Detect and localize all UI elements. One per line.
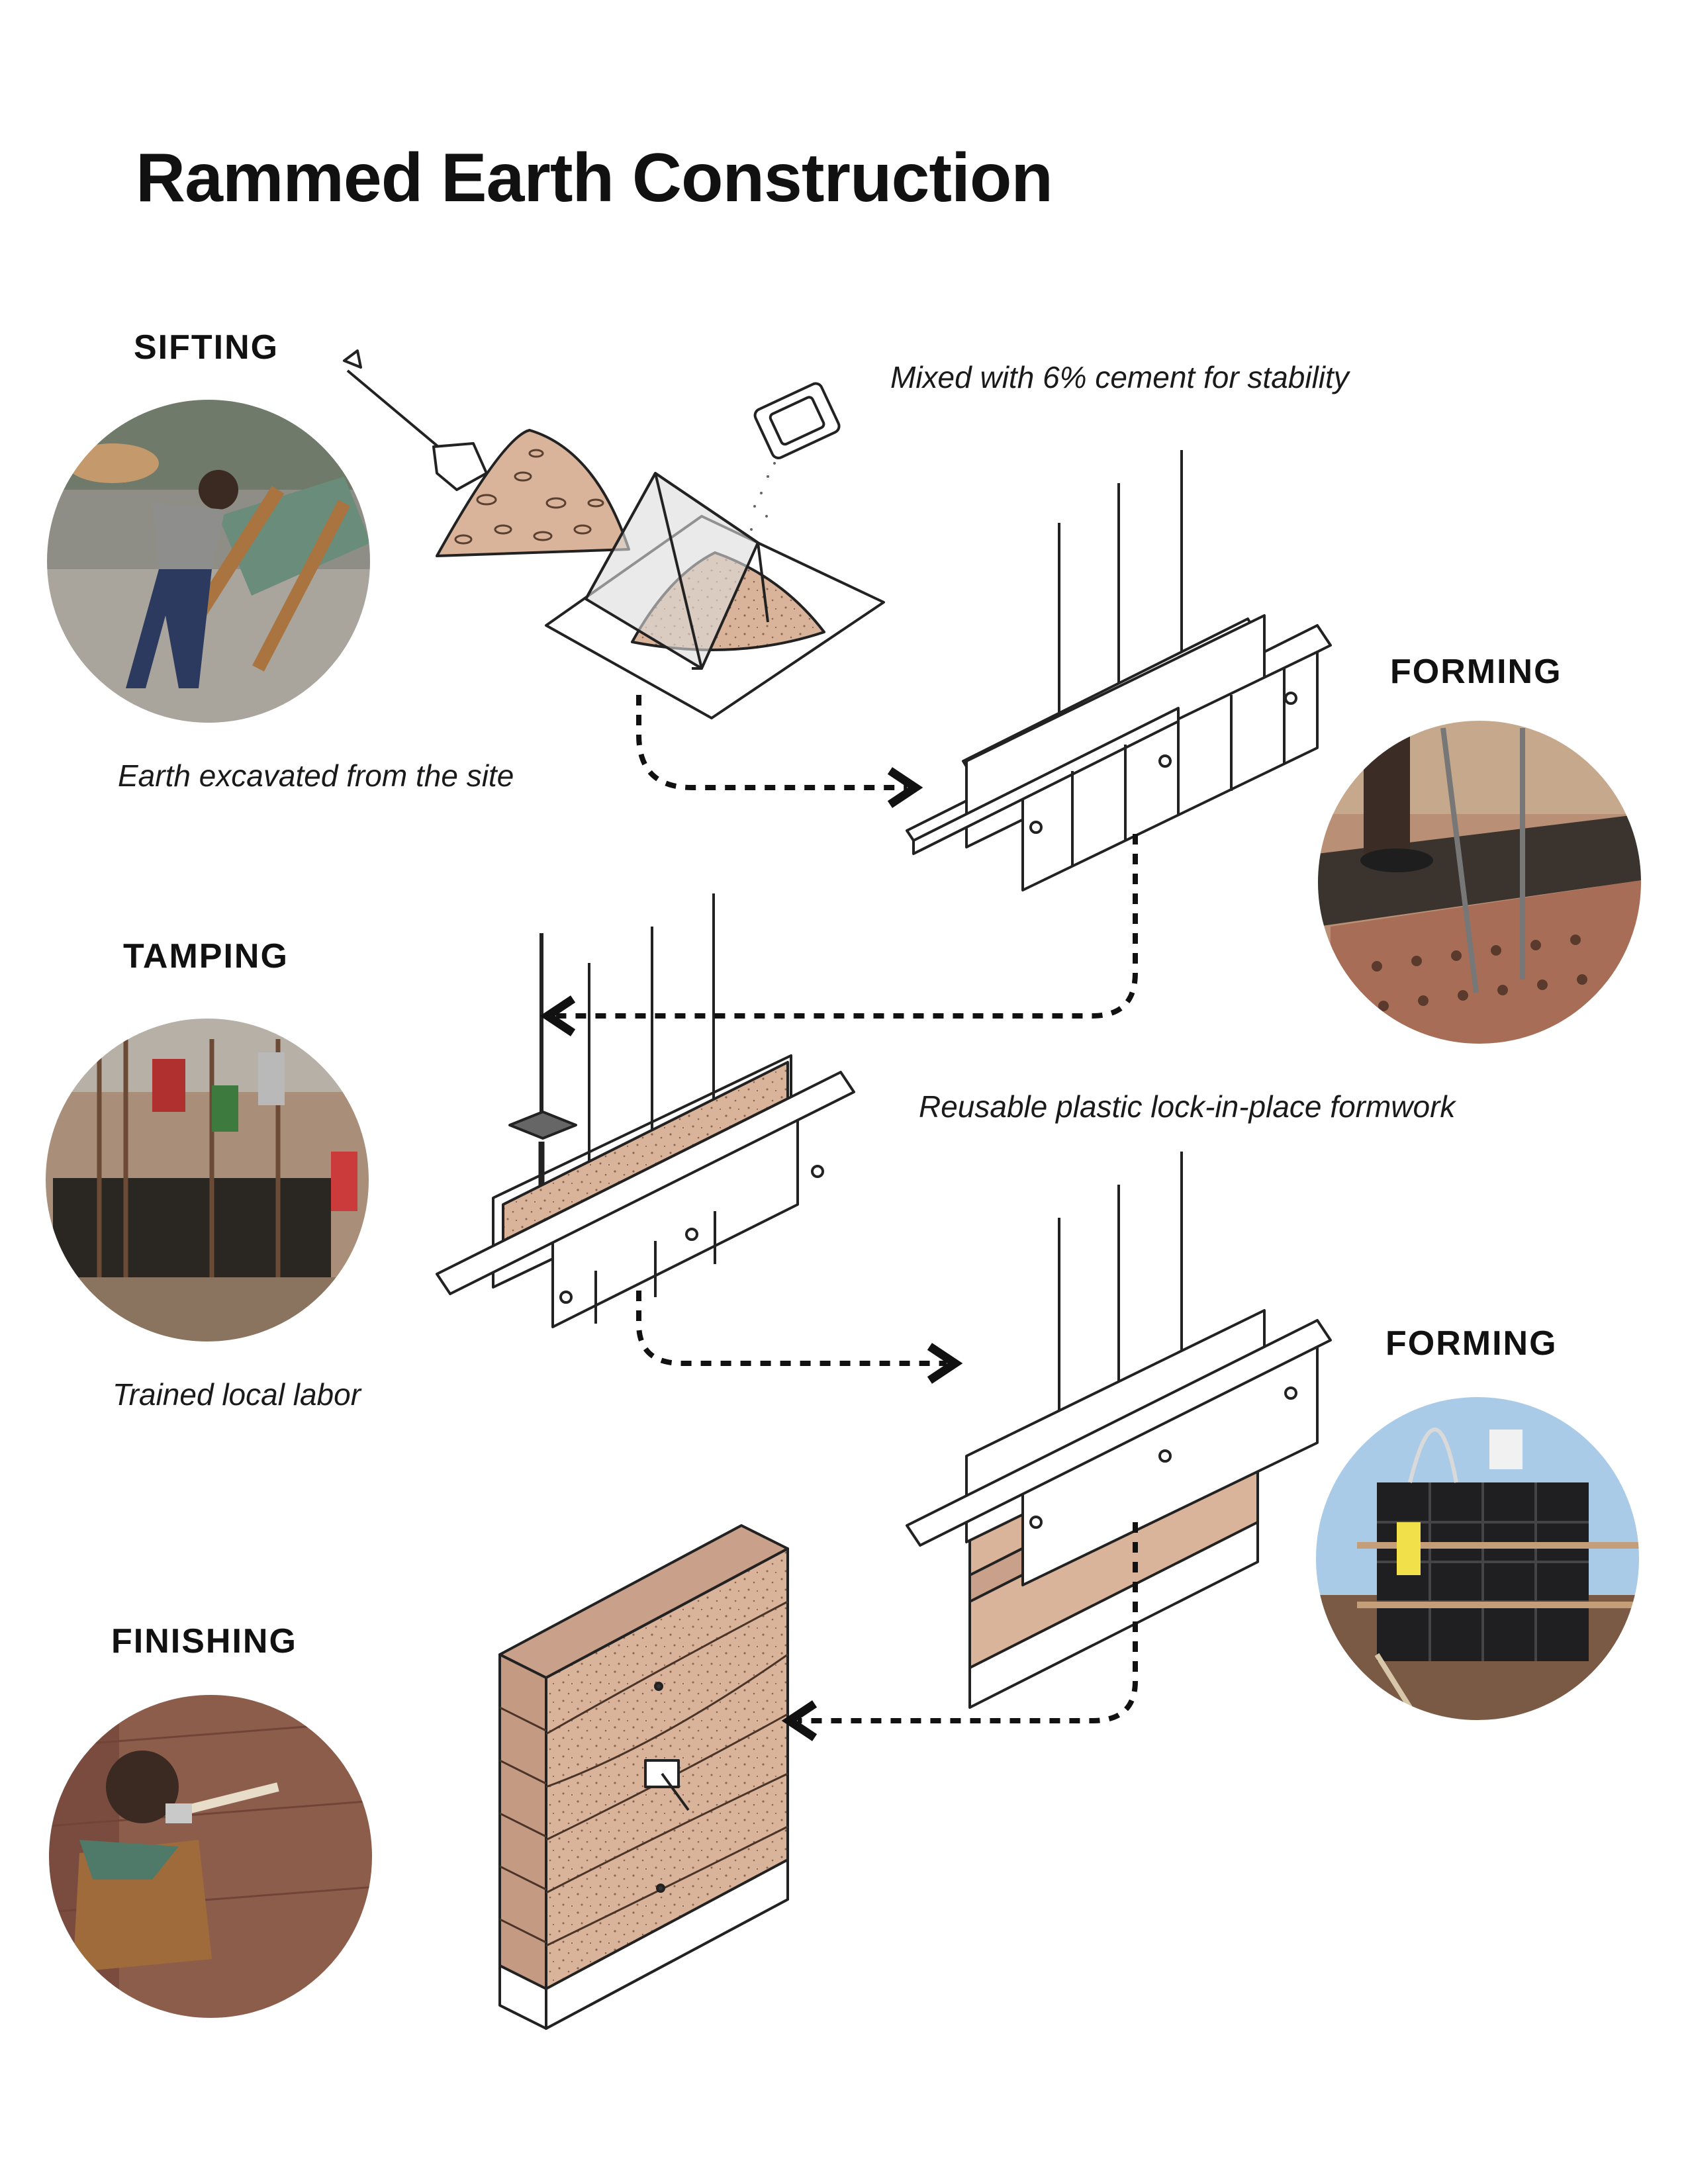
flow-arrows — [539, 695, 1138, 1741]
photo-finishing — [48, 1694, 373, 2019]
photo-tamping — [45, 1018, 369, 1342]
step-label-forming-1: FORMING — [1390, 653, 1562, 691]
step-label-sifting: SIFTING — [134, 328, 279, 367]
formwork-empty — [906, 450, 1332, 891]
formwork-rammed — [906, 1152, 1332, 1709]
photo-forming-1 — [1317, 720, 1642, 1044]
step-label-tamping: TAMPING — [123, 937, 289, 976]
arrow-form-to-finish — [781, 1522, 1138, 1741]
arrow-tamp-to-form — [636, 1291, 963, 1384]
page-title: Rammed Earth Construction — [136, 140, 1053, 216]
arrow-sift-to-form — [636, 695, 923, 808]
caption-earth: Earth excavated from the site — [118, 758, 514, 793]
finished-wall — [498, 1524, 789, 2030]
photo-forming-2 — [1315, 1396, 1640, 1721]
photo-sifting — [46, 399, 371, 723]
caption-labor: Trained local labor — [113, 1377, 361, 1412]
arrow-form-to-tamp — [539, 834, 1138, 1036]
caption-formwork: Reusable plastic lock-in-place formwork — [919, 1089, 1456, 1124]
step-label-forming-2: FORMING — [1385, 1324, 1558, 1363]
step-label-finishing: FINISHING — [111, 1622, 297, 1661]
formwork-tamping — [436, 893, 855, 1328]
sifting-illustration — [343, 349, 885, 719]
caption-cement: Mixed with 6% cement for stability — [890, 360, 1349, 394]
